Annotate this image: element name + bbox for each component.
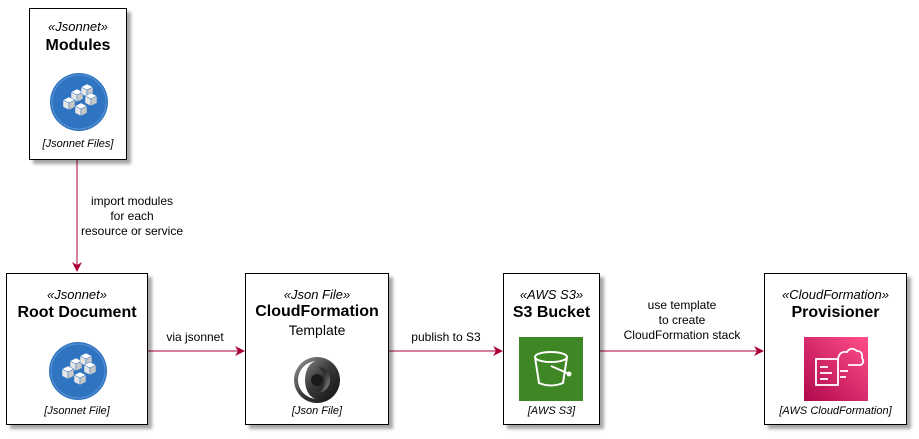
edge-label-import-modules: import modules for each resource or serv…: [72, 194, 192, 239]
node-title: Provisioner: [791, 304, 880, 321]
edge-label-line: resource or service: [80, 224, 184, 238]
node-s3-bucket[interactable]: «AWS S3» S3 Bucket [AWS S3]: [503, 273, 600, 425]
edge-label-line: via jsonnet: [166, 330, 224, 344]
node-stereotype: «Json File»: [283, 287, 351, 302]
edge-label-line: for each: [110, 209, 154, 223]
node-technology: [Jsonnet Files]: [42, 138, 114, 150]
node-technology: [Json File]: [291, 405, 343, 417]
node-title: CloudFormation: [255, 303, 379, 320]
edge-label-use-template: use template to create CloudFormation st…: [612, 298, 752, 343]
edge-label-publish-to-s3: publish to S3: [400, 330, 492, 345]
node-stereotype: «AWS S3»: [519, 287, 584, 302]
jsonnet-icon: [49, 72, 109, 132]
node-stereotype: «Jsonnet»: [48, 19, 108, 34]
node-subtitle: Template: [288, 322, 346, 338]
node-root-document[interactable]: «Jsonnet» Root Document: [6, 273, 148, 425]
json-icon: [293, 356, 341, 404]
node-technology: [Jsonnet File]: [44, 405, 110, 417]
node-technology: [AWS S3]: [527, 405, 576, 417]
node-technology: [AWS CloudFormation]: [779, 405, 892, 417]
edge-label-line: use template: [647, 298, 717, 312]
edge-label-via-jsonnet: via jsonnet: [155, 330, 235, 345]
s3-bucket-icon: [519, 337, 583, 401]
node-title: Modules: [45, 37, 111, 54]
node-modules[interactable]: «Jsonnet» Modules: [29, 8, 127, 160]
edge-label-line: publish to S3: [411, 330, 481, 344]
node-provisioner[interactable]: «CloudFormation» Provisioner [AWS CloudF…: [764, 273, 907, 425]
jsonnet-icon: [48, 341, 108, 401]
cloudformation-icon: [804, 337, 868, 401]
node-stereotype: «CloudFormation»: [782, 287, 889, 302]
edge-label-line: import modules: [90, 194, 174, 208]
edge-label-line: to create: [658, 313, 706, 327]
edge-label-line: CloudFormation stack: [623, 328, 741, 342]
node-title: Root Document: [17, 304, 137, 321]
node-cloudformation-template[interactable]: «Json File» CloudFormation Template: [245, 273, 389, 425]
node-title: S3 Bucket: [512, 304, 591, 321]
node-stereotype: «Jsonnet»: [47, 287, 107, 302]
